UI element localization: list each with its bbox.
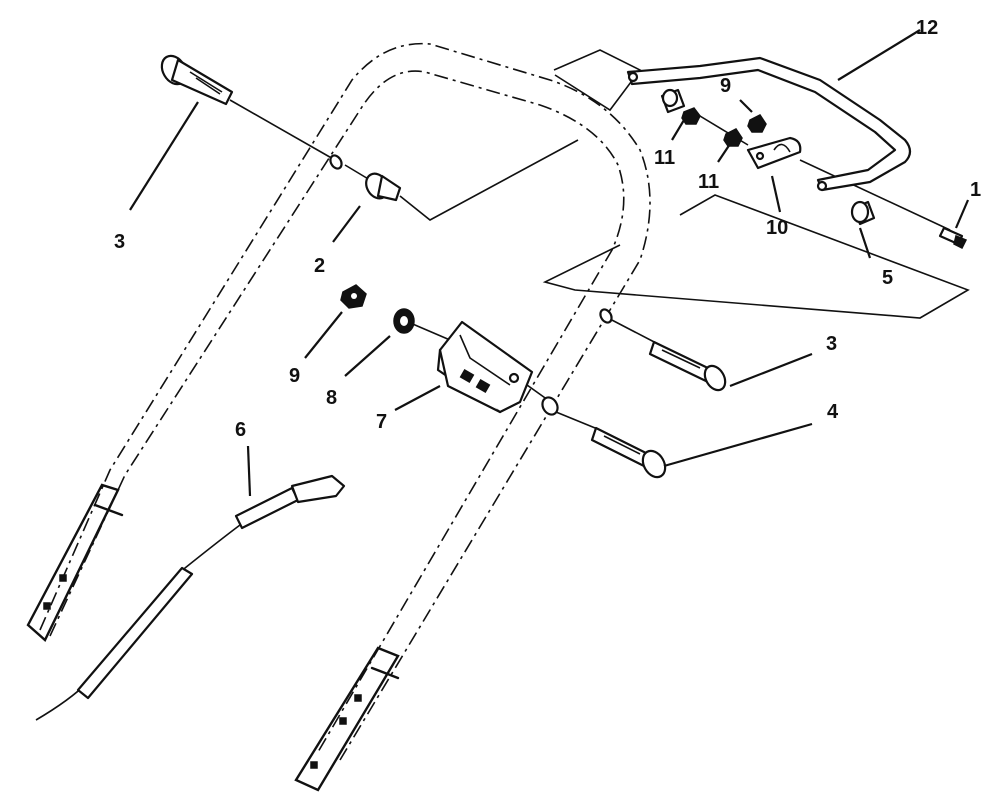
callout-12: 12 (916, 17, 938, 39)
link-plate (746, 136, 802, 170)
flat-washer (393, 308, 415, 334)
carriage-bolt-upper-left (160, 54, 234, 106)
callout-3-upper: 3 (114, 231, 125, 253)
callout-4: 4 (827, 401, 839, 423)
hex-nut-center (340, 284, 367, 309)
control-cable (35, 474, 346, 721)
lock-nut-upper-left (681, 107, 701, 125)
callout-1: 1 (970, 179, 981, 201)
callout-labels: 1 2 3 3 4 5 6 7 8 9 9 10 11 11 12 (114, 17, 981, 441)
callout-11-right: 11 (698, 171, 719, 193)
callout-6: 6 (235, 419, 246, 441)
carriage-bolt-right (599, 308, 727, 392)
callout-9-upper: 9 (720, 75, 731, 97)
callout-10: 10 (766, 217, 788, 239)
spacer-right (850, 200, 876, 226)
callout-9-center: 9 (289, 365, 300, 387)
callout-2: 2 (314, 255, 325, 277)
carriage-bolt-lower (541, 396, 667, 479)
assembly-lines (229, 99, 951, 431)
callout-5: 5 (882, 267, 893, 289)
lock-nut-lower (723, 128, 743, 147)
spacer-upper-left (660, 88, 686, 114)
cable-bracket (436, 320, 534, 414)
leader-lines (129, 29, 970, 497)
screw (938, 226, 968, 250)
callout-3-right: 3 (826, 333, 837, 355)
control-bail (626, 56, 912, 192)
handle-tube-outline (26, 42, 651, 792)
callout-11-left: 11 (654, 147, 675, 169)
callout-8: 8 (326, 387, 337, 409)
spacer-bushing (329, 154, 402, 202)
callout-7: 7 (376, 411, 387, 433)
lock-nut-right (747, 114, 767, 133)
mounting-plate-outline (542, 49, 970, 319)
